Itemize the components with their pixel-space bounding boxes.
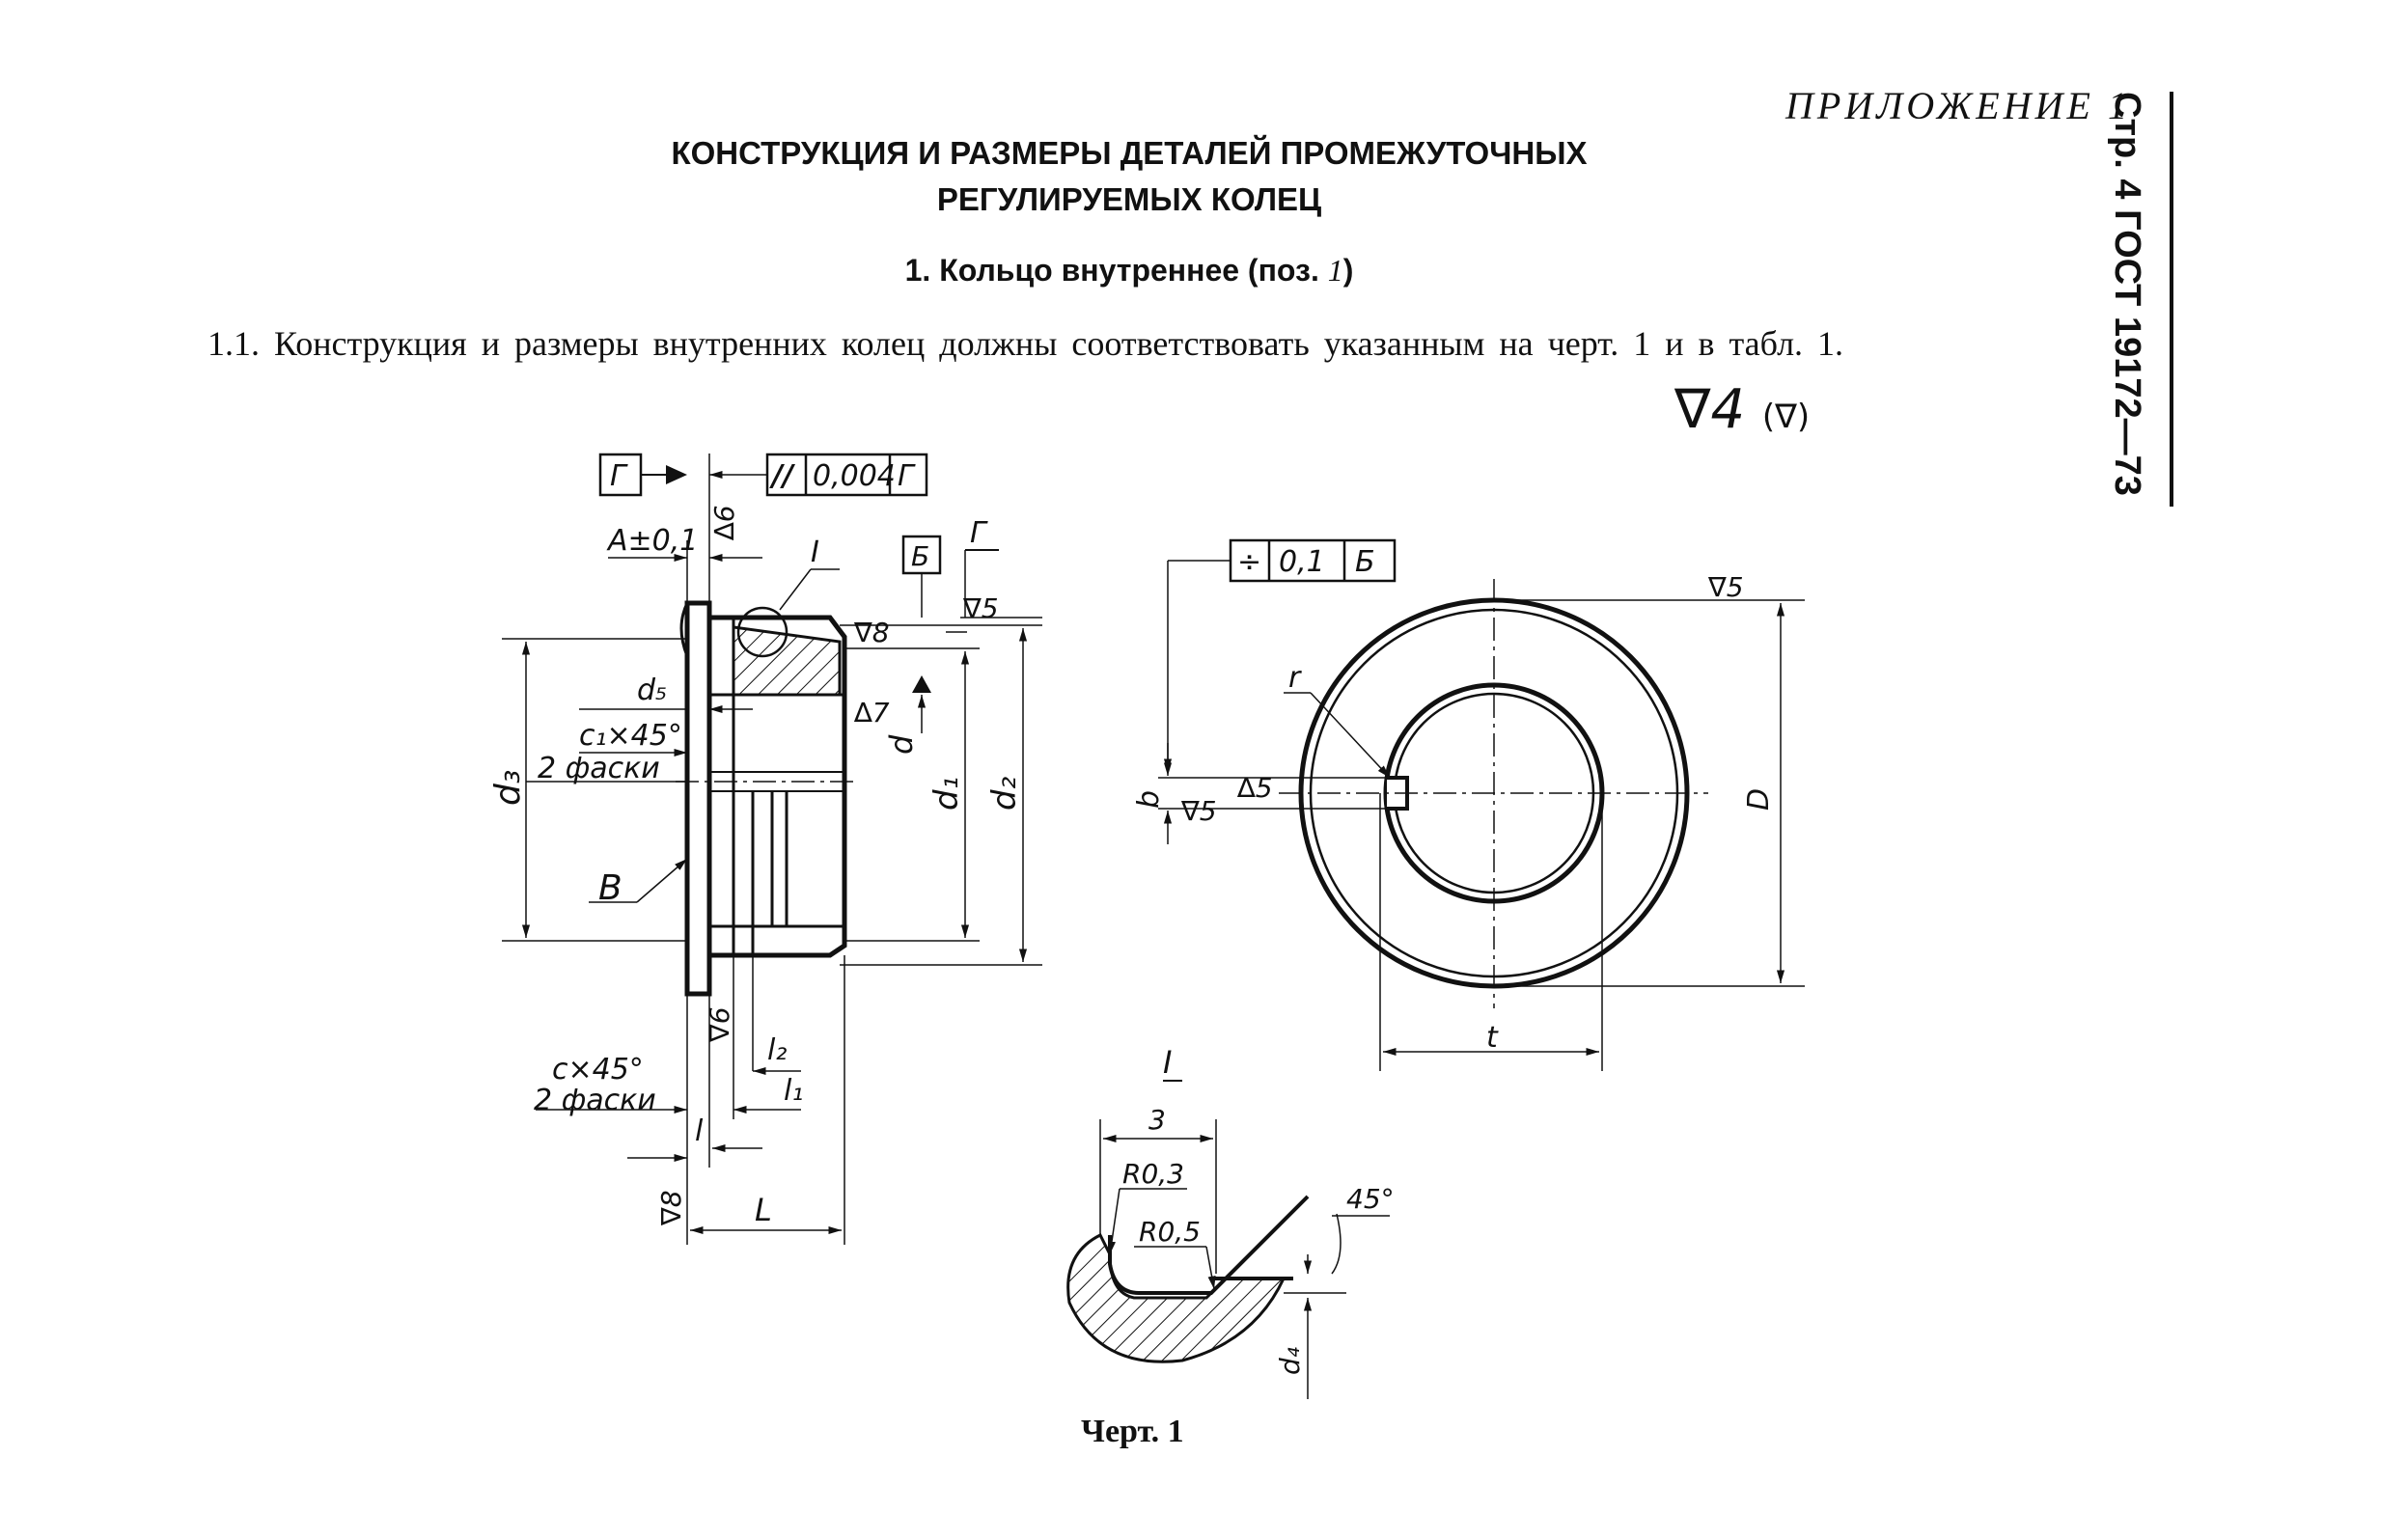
label-roughness-8: ∇8 [853,617,890,648]
left-section-view [502,453,1042,1245]
label-roughness-8b: ∇8 [655,1190,687,1226]
label-angle-45: 45° [1346,1183,1395,1215]
appendix-label: ПРИЛОЖЕНИЕ 1 [1785,84,2131,127]
label-detail-ref: I [811,536,819,569]
figure-caption: Черт. 1 [1081,1414,1184,1449]
document-title: КОНСТРУКЦИЯ И РАЗМЕРЫ ДЕТАЛЕЙ ПРОМЕЖУТОЧ… [540,130,1718,223]
label-symmetry-datum: Б [1355,545,1375,579]
label-roughness-delta6: ∆6 [708,505,740,541]
section-heading: 1. Кольцо внутреннее (поз. 1) [540,253,1718,289]
label-L: L [755,1192,772,1228]
label-r03: R0,3 [1122,1158,1184,1190]
label-c-chamfer: c×45° [552,1053,644,1086]
label-d2: d₂ [985,776,1024,811]
label-parallel-datum: Г [898,459,916,493]
label-l1: l₁ [784,1074,803,1108]
section-heading-pos: 1 [1327,253,1343,288]
label-d4: d₄ [1274,1347,1306,1375]
title-line-1: КОНСТРУКЦИЯ И РАЗМЕРЫ ДЕТАЛЕЙ ПРОМЕЖУТОЧ… [671,135,1588,171]
label-l: l [695,1114,704,1148]
roughness-general: ∇4 (∇) [1674,378,1810,441]
label-symmetry-symbol: ÷ [1237,545,1261,579]
label-l2: l₂ [767,1033,787,1067]
label-roughness-6: ∇6 [704,1006,735,1043]
label-datum-g: Г [610,459,628,493]
label-roughness-delta7: ∆7 [853,697,890,729]
label-width-3: 3 [1148,1104,1166,1136]
label-r05: R0,5 [1139,1216,1201,1248]
label-t: t [1486,1021,1499,1055]
roughness-general-main: ∇4 [1674,378,1746,441]
label-roughness-5-top: ∇5 [1707,571,1744,603]
label-parallel-value: 0,004 [813,459,896,493]
label-d3: d₃ [488,770,528,806]
label-D: D [1742,788,1776,811]
label-r: r [1288,661,1302,695]
label-a-tol: A±0,1 [606,524,698,558]
section-heading-close: ) [1342,253,1354,288]
label-datum-b: Б [911,540,929,572]
label-d1: d₁ [927,777,966,811]
label-datum-g-2: Г [970,516,988,550]
label-parallel-symbol: // [769,459,796,493]
label-roughness-5-left: ∇5 [1180,795,1217,827]
label-d5: d₅ [637,674,667,707]
label-v: В [598,868,622,908]
drawing-labels: Г // 0,004 Г A±0,1 ∆6 I Б Г ∇8 ∇5 d₅ ∆7 … [488,459,1776,1375]
detail-view-i [1066,1080,1390,1399]
label-c1-count: 2 фаски [538,752,660,785]
side-rule [2170,92,2173,507]
label-detail-ref-2: I [1163,1044,1172,1081]
roughness-general-bracket: (∇) [1761,398,1811,436]
section-heading-text: 1. Кольцо внутреннее (поз. [904,253,1319,288]
label-c1-chamfer: c₁×45° [579,719,682,753]
paragraph-1-1: 1.1. Конструкция и размеры внутренних ко… [208,324,1844,363]
label-roughness-5: ∇5 [962,592,999,624]
right-front-view [1158,538,1805,1071]
label-b: b [1132,790,1166,809]
label-c-count: 2 фаски [534,1084,656,1117]
title-line-2: РЕГУЛИРУЕМЫХ КОЛЕЦ [936,181,1322,217]
label-d: d [883,734,920,755]
label-symmetry-value: 0,1 [1279,545,1325,579]
label-roughness-delta5: ∆5 [1236,772,1273,804]
